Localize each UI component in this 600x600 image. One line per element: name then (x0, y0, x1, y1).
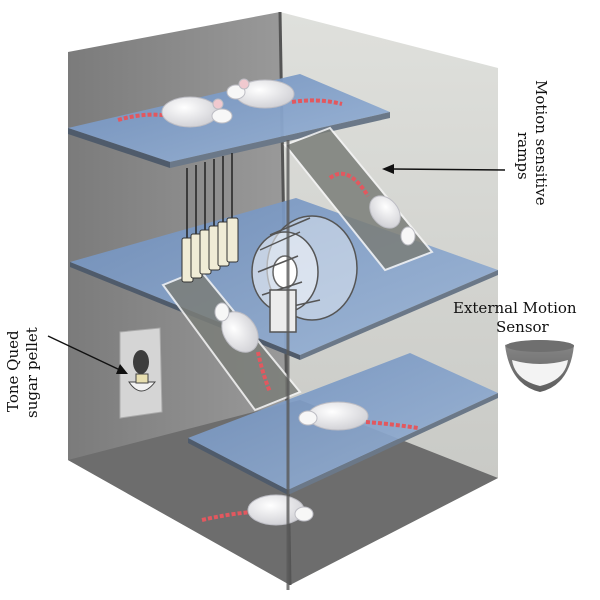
label-pellet-line1: Tone Qued (4, 330, 22, 412)
rat-cage-floor (201, 494, 314, 526)
ramp-upper (283, 126, 434, 272)
rat-top-left (117, 96, 233, 128)
external-motion-sensor (505, 340, 574, 392)
label-ramps-line1: Motion sensitive (532, 80, 550, 206)
label-sensor-line1: External Motion (453, 299, 577, 317)
label-ramps-line2: ramps (514, 132, 532, 180)
rat-level-1 (298, 401, 419, 431)
arrow-ramps (382, 164, 506, 174)
label-pellet-line2: sugar pellet (23, 327, 41, 418)
rat-lower-ramp (214, 302, 272, 393)
rat-upper-ramp (328, 171, 416, 246)
water-bottles (181, 153, 239, 283)
label-sensor-line2: Sensor (496, 318, 550, 336)
arrow-pellet (47, 335, 128, 374)
pellet-dispenser (119, 327, 163, 419)
rat-top-right (226, 78, 343, 109)
